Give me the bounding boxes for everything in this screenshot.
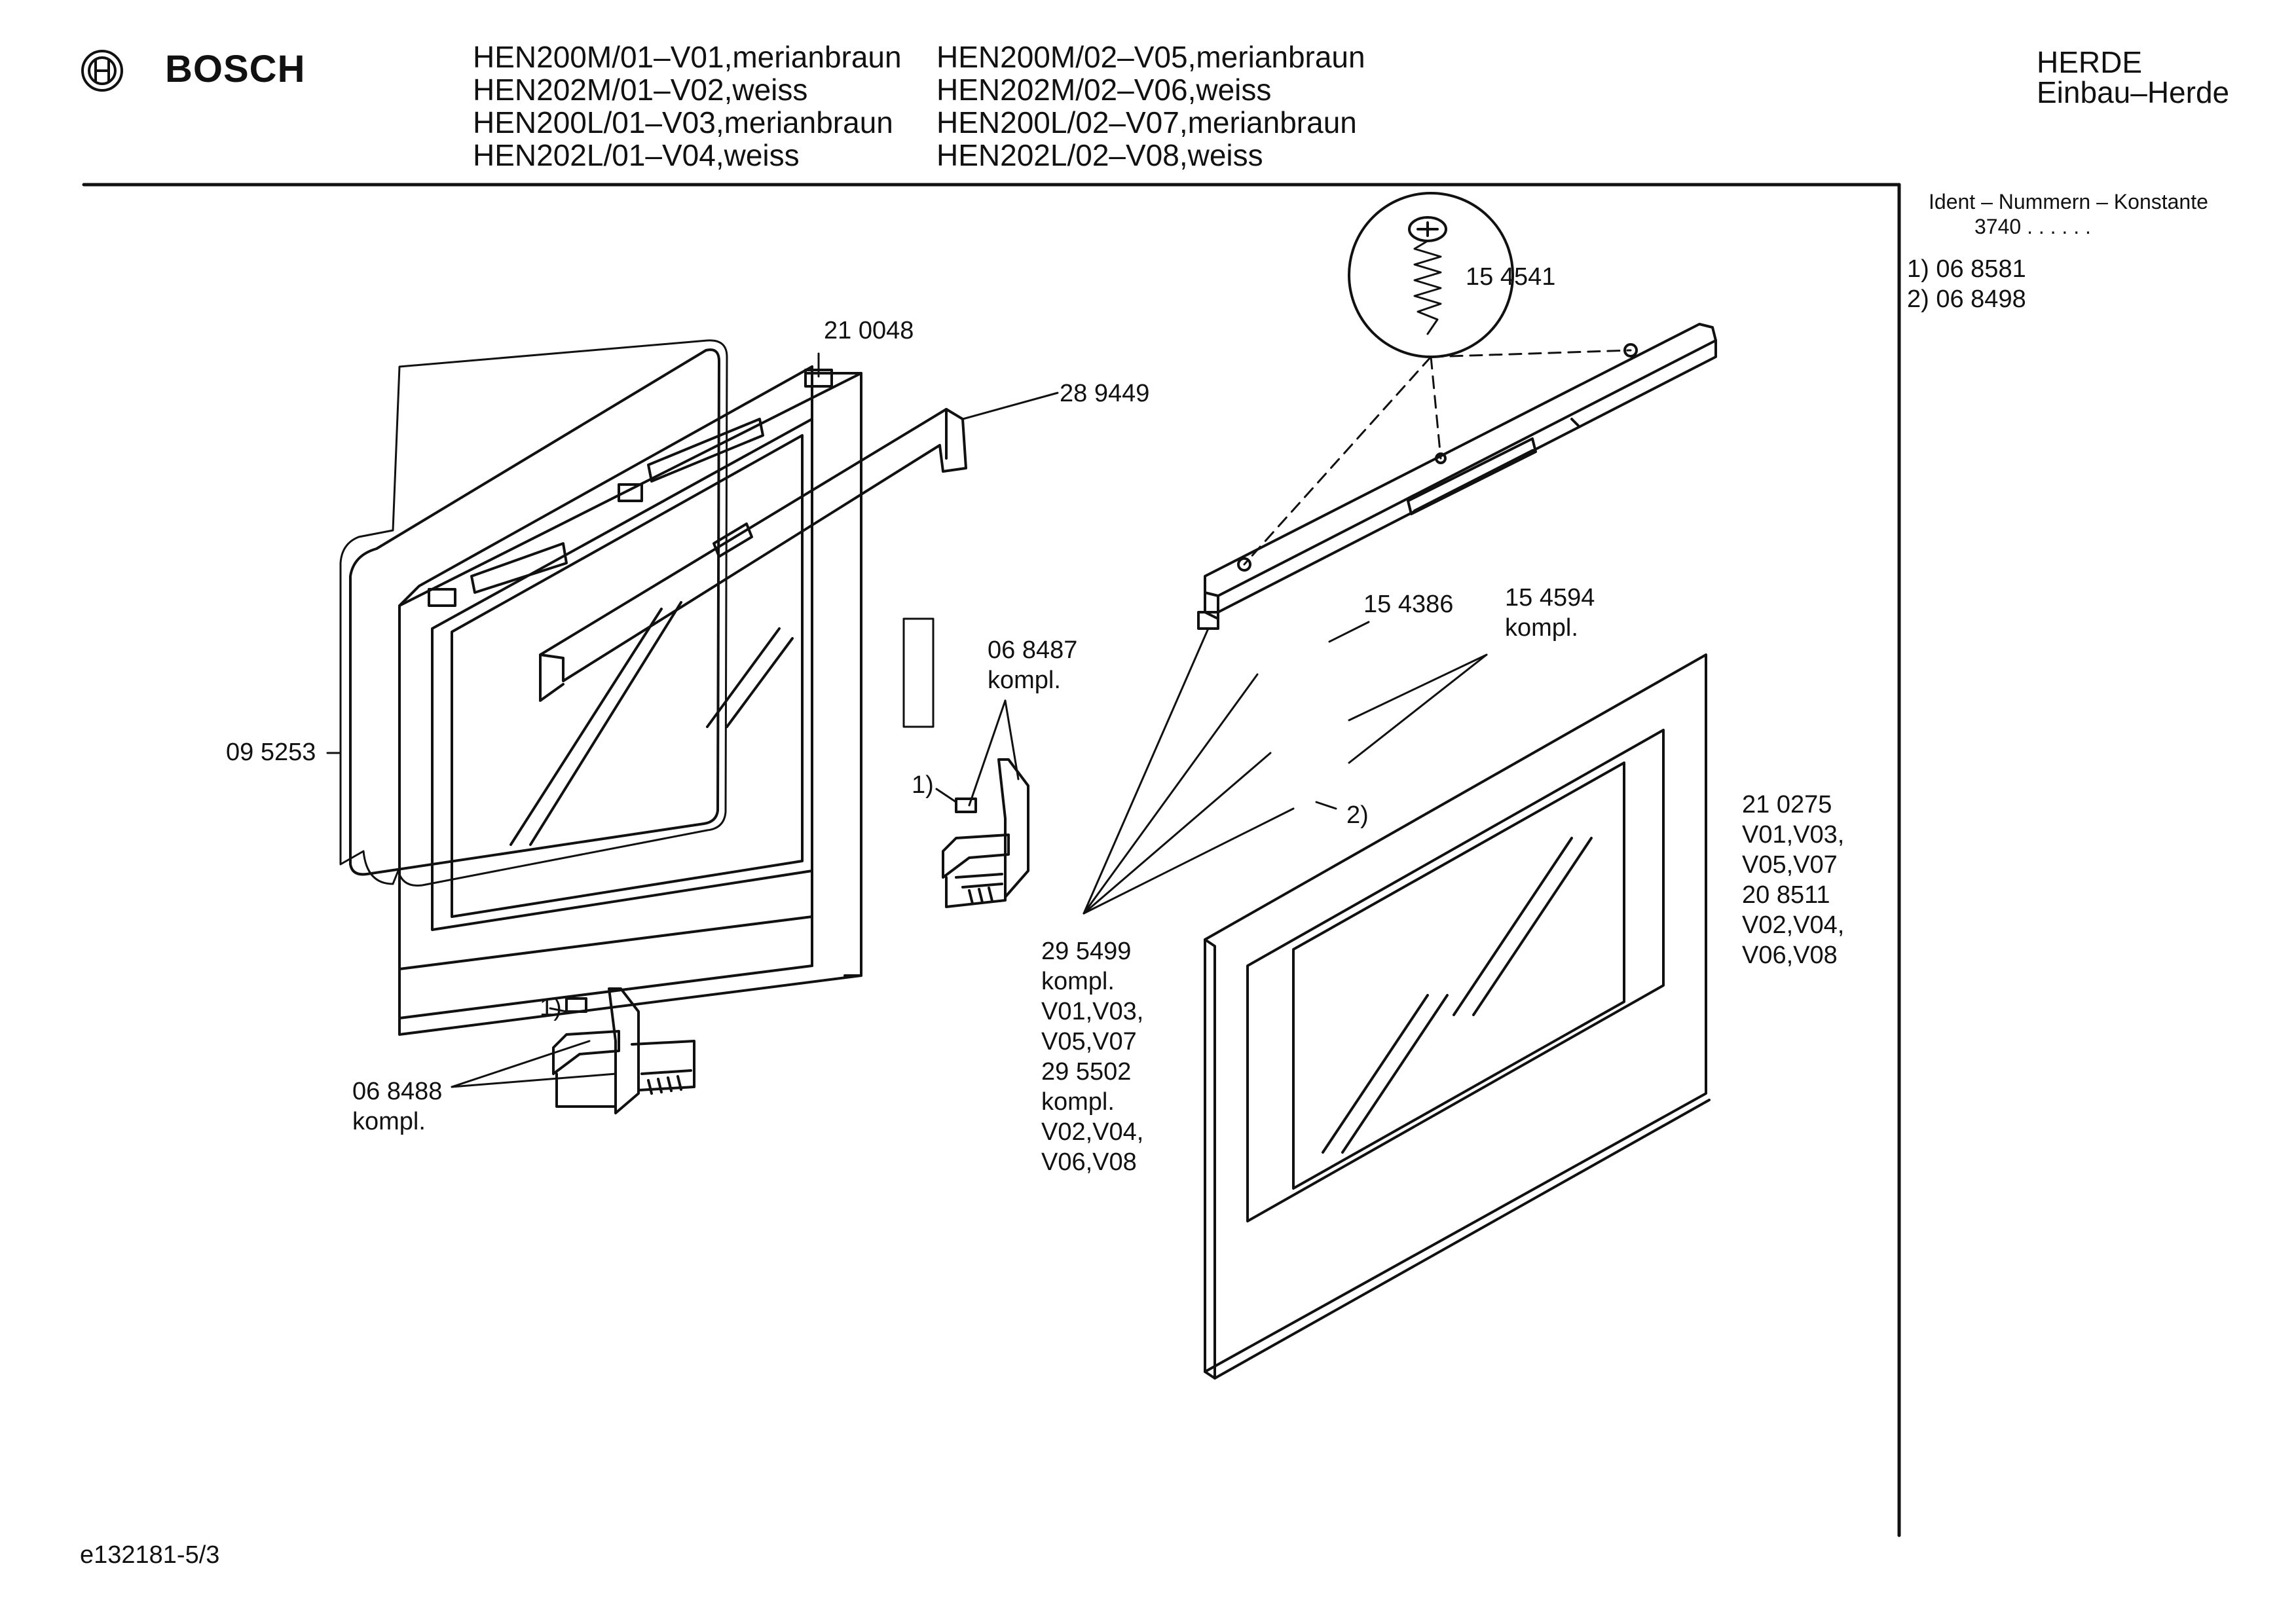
- door-strip-289449: [539, 408, 967, 702]
- part-label-095253: 09 5253: [226, 739, 316, 766]
- model-item: HEN202L/01–V04,weiss: [473, 138, 800, 172]
- category-title: HERDE: [2037, 45, 2143, 79]
- door-seal-gasket: [339, 339, 728, 887]
- part-label-068488: 06 8488 kompl.: [352, 1078, 443, 1135]
- subcategory-title: Einbau–Herde: [2037, 75, 2230, 109]
- part-label-295499: 29 5499 kompl. V01,V03, V05,V07 29 5502 …: [1041, 938, 1144, 1176]
- part-label-154541: 15 4541: [1466, 263, 1556, 291]
- ident-konstante: 3740 . . . . . .: [1974, 215, 2091, 238]
- note-2: 2): [1346, 801, 1369, 829]
- model-item: HEN202L/02–V08,weiss: [936, 138, 1263, 172]
- ident-list: 1) 06 8581 2) 06 8498: [1907, 254, 2026, 314]
- model-item: HEN202M/01–V02,weiss: [473, 73, 808, 107]
- part-label-154594: 15 4594 kompl.: [1505, 584, 1595, 642]
- small-insert-plate: [902, 617, 935, 728]
- door-trim-bar: [1197, 323, 1717, 630]
- part-label-289449: 28 9449: [1060, 380, 1150, 407]
- note-1-lower: 1): [540, 994, 562, 1021]
- bosch-logo-icon: [81, 50, 123, 92]
- part-label-210048: 21 0048: [824, 317, 914, 344]
- ident-entry: 2) 06 8498: [1907, 285, 2026, 313]
- model-list-col1: HEN200M/01–V01,merianbraun HEN202M/01–V0…: [473, 41, 902, 172]
- part-label-210275: 21 0275 V01,V03, V05,V07 20 8511 V02,V04…: [1742, 791, 1845, 969]
- inner-door-frame: [339, 339, 862, 1036]
- part-label-154386: 15 4386: [1363, 591, 1454, 618]
- model-item: HEN200M/02–V05,merianbraun: [936, 40, 1365, 74]
- note-1-upper: 1): [912, 771, 934, 799]
- model-item: HEN200L/01–V03,merianbraun: [473, 105, 893, 139]
- model-item: HEN200M/01–V01,merianbraun: [473, 40, 902, 74]
- model-item: HEN200L/02–V07,merianbraun: [936, 105, 1357, 139]
- outer-glass-door: [1204, 653, 1711, 1380]
- model-item: HEN202M/02–V06,weiss: [936, 73, 1272, 107]
- ident-entry: 1) 06 8581: [1907, 255, 2026, 283]
- part-label-068487: 06 8487 kompl.: [988, 636, 1078, 694]
- ident-panel-title: Ident – Nummern – Konstante: [1929, 190, 2208, 213]
- model-list-col2: HEN200M/02–V05,merianbraun HEN202M/02–V0…: [936, 41, 1365, 172]
- brand-name: BOSCH: [165, 48, 306, 90]
- hinge-lower: [552, 987, 695, 1114]
- hinge-upper: [942, 758, 1029, 908]
- drawing-id: e132181-5/3: [80, 1541, 220, 1569]
